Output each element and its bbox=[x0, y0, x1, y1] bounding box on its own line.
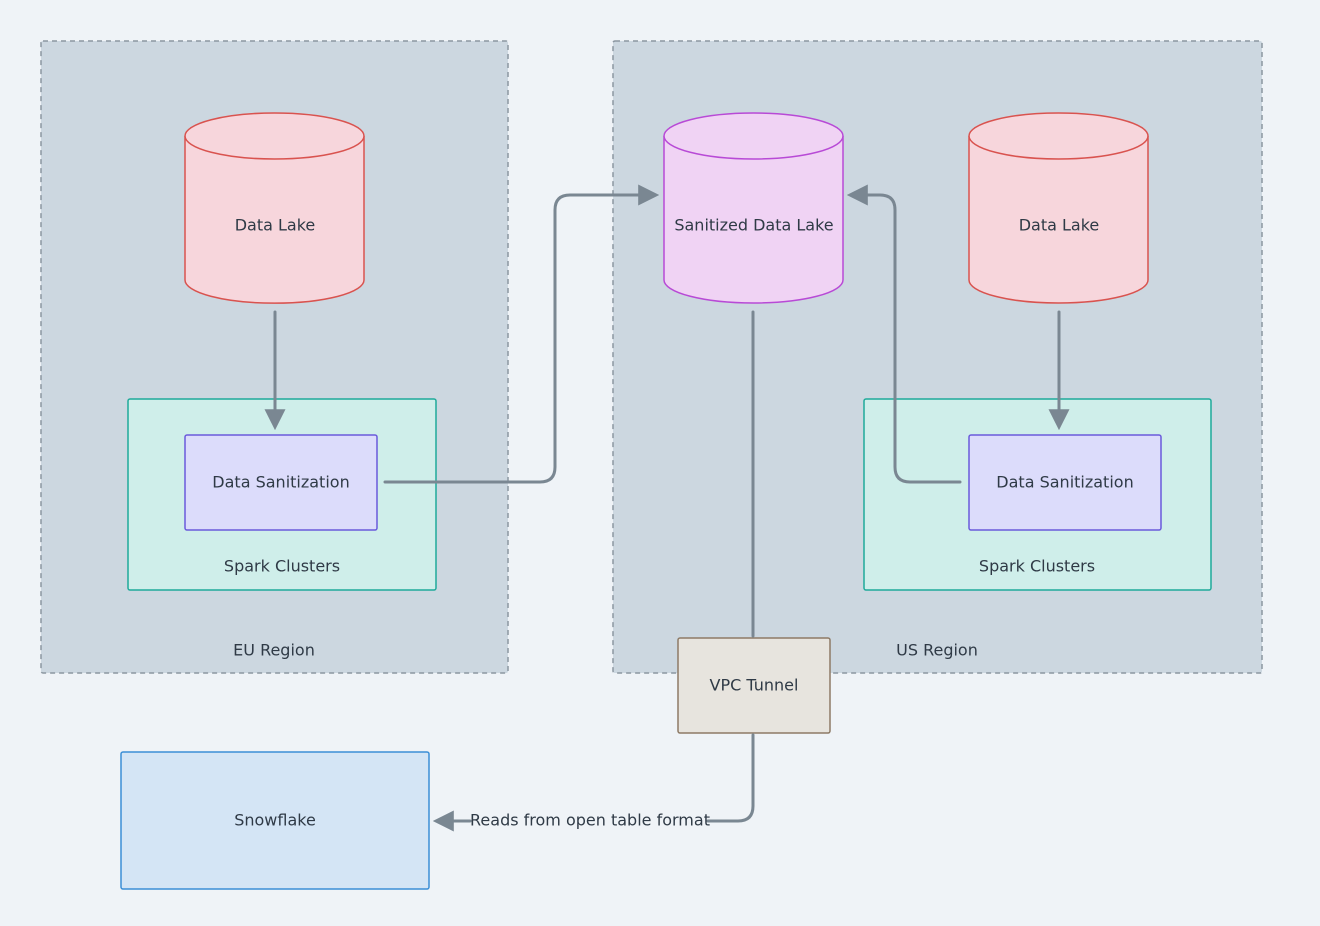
sanitized-data-lake-label: Sanitized Data Lake bbox=[674, 216, 833, 235]
edge-label-reads-from-open-table-format: Reads from open table format bbox=[470, 811, 710, 830]
eu-spark-clusters-label: Spark Clusters bbox=[224, 557, 340, 576]
us-spark-clusters-label: Spark Clusters bbox=[979, 557, 1095, 576]
snowflake-label: Snowflake bbox=[234, 811, 316, 830]
edge-eu-sanitization-to-sanitized-lake[interactable] bbox=[383, 184, 660, 484]
eu-data-sanitization[interactable]: Data Sanitization bbox=[184, 434, 378, 531]
us-data-lake[interactable]: Data Lake bbox=[968, 112, 1149, 304]
snowflake[interactable]: Snowflake bbox=[120, 751, 430, 890]
edge-vpc-tunnel-down[interactable] bbox=[706, 733, 755, 823]
edge-label-group: Reads from open table format bbox=[470, 811, 710, 830]
eu-data-lake[interactable]: Data Lake bbox=[184, 112, 365, 304]
eu-region-label: EU Region bbox=[233, 641, 315, 660]
sanitized-data-lake[interactable]: Sanitized Data Lake bbox=[663, 112, 844, 304]
us-data-lake-label: Data Lake bbox=[1019, 216, 1100, 235]
vpc-tunnel[interactable]: VPC Tunnel bbox=[677, 637, 831, 734]
eu-data-lake-label: Data Lake bbox=[235, 216, 316, 235]
edge-us-sanitization-to-sanitized-lake[interactable] bbox=[846, 184, 962, 484]
us-region-label: US Region bbox=[896, 641, 978, 660]
us-data-sanitization[interactable]: Data Sanitization bbox=[968, 434, 1162, 531]
vpc-tunnel-label: VPC Tunnel bbox=[710, 676, 799, 695]
eu-data-sanitization-label: Data Sanitization bbox=[212, 473, 349, 492]
us-data-sanitization-label: Data Sanitization bbox=[996, 473, 1133, 492]
